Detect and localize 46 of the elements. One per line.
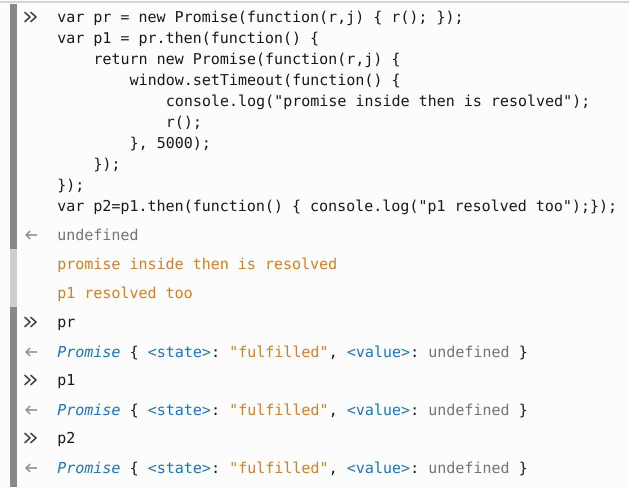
brace: { xyxy=(131,404,137,418)
code-line: }); xyxy=(58,178,81,192)
return-value: undefined xyxy=(430,404,508,416)
log-message: promise inside then is resolved xyxy=(58,258,336,272)
colon: : xyxy=(214,407,216,415)
code-line: }, 5000); xyxy=(131,136,208,150)
brace: } xyxy=(520,346,526,360)
code-line: var p1 = pr.then(function() { xyxy=(58,32,318,46)
colon: : xyxy=(414,465,416,473)
code-line: window.setTimeout(function() { xyxy=(130,74,399,88)
colon: : xyxy=(414,407,416,415)
property-name: <state> xyxy=(148,404,210,416)
return-value: undefined xyxy=(58,228,138,240)
object-type: Promise xyxy=(58,462,120,474)
property-name: <state> xyxy=(148,462,210,474)
comma: , xyxy=(332,470,334,476)
code-line: var pr = new Promise(function(r,j) { r(); }); xyxy=(58,10,460,26)
code-line: console.log("promise inside then is resolved"); xyxy=(167,94,587,110)
return-value: undefined xyxy=(430,462,508,474)
object-type: Promise xyxy=(58,404,120,416)
return-value: undefined xyxy=(430,346,508,358)
brace: { xyxy=(131,346,137,360)
property-name: <value> xyxy=(347,404,410,416)
string-value: "fulfilled" xyxy=(232,462,326,474)
object-type: Promise xyxy=(58,346,120,358)
code-line: p1 xyxy=(58,374,74,388)
colon: : xyxy=(214,465,216,473)
code-line: return new Promise(function(r,j) { xyxy=(96,52,399,68)
brace: } xyxy=(520,462,526,476)
colon: : xyxy=(214,349,216,357)
property-name: <state> xyxy=(148,346,210,358)
string-value: "fulfilled" xyxy=(232,346,326,358)
code-line: pr xyxy=(58,318,75,330)
brace: } xyxy=(520,404,526,418)
string-value: "fulfilled" xyxy=(232,404,326,416)
code-line: var p2=p1.then(function() { console.log("p1 resolved too");}); xyxy=(58,200,614,214)
property-name: <value> xyxy=(347,462,410,474)
code-line: r(); xyxy=(168,116,198,130)
colon: : xyxy=(414,349,416,357)
brace: { xyxy=(131,462,137,476)
comma: , xyxy=(332,354,334,360)
code-line: }); xyxy=(95,158,117,172)
comma: , xyxy=(332,412,334,418)
log-message: p1 resolved too xyxy=(58,286,192,302)
code-line: p2 xyxy=(58,432,74,446)
property-name: <value> xyxy=(347,346,410,358)
